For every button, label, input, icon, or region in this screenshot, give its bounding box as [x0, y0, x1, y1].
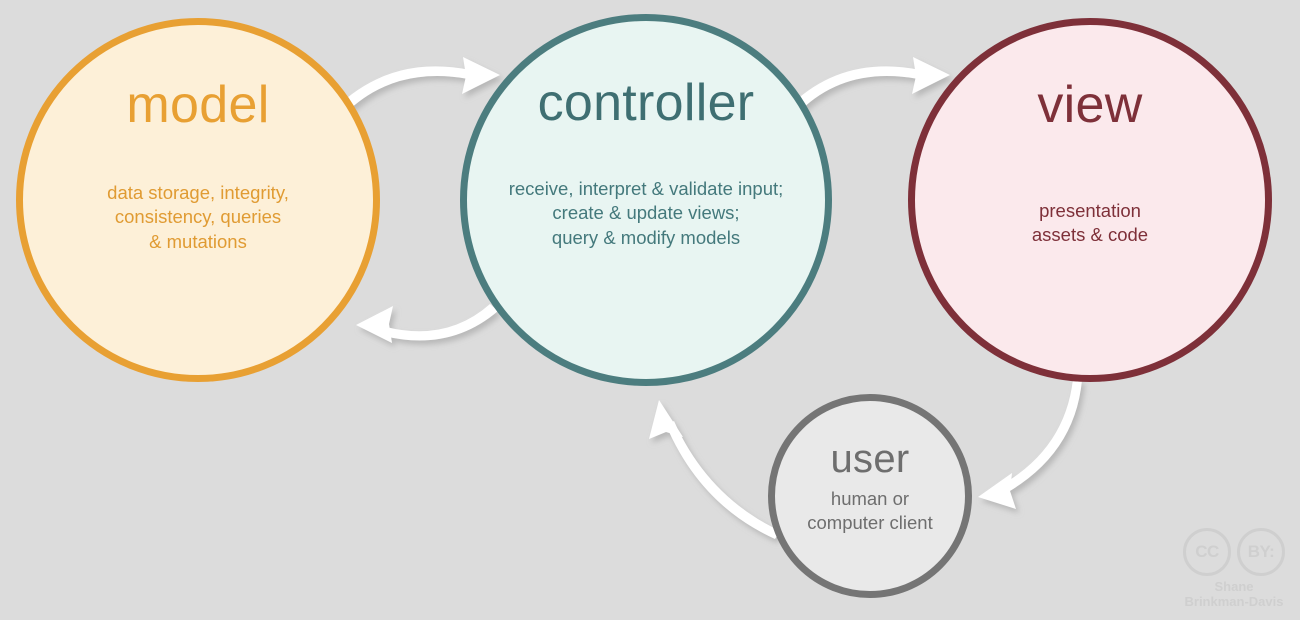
node-view-description: presentation assets & code	[1031, 200, 1149, 246]
cc-icon: CC	[1183, 528, 1231, 576]
arrow-model-to-controller	[341, 57, 500, 110]
node-controller-title: controller	[537, 74, 755, 132]
node-user[interactable]: user human or computer client	[768, 394, 972, 598]
node-controller[interactable]: controller receive, interpret & validate…	[460, 14, 832, 386]
node-view-title: view	[1037, 76, 1143, 134]
creative-commons-badge: CC BY: Shane Brinkman-Davis	[1178, 528, 1290, 609]
attribution-text: Shane Brinkman-Davis	[1184, 579, 1284, 609]
arrow-controller-to-view	[793, 57, 950, 110]
node-model[interactable]: model data storage, integrity, consisten…	[16, 18, 380, 382]
arrow-user-to-controller	[649, 400, 780, 539]
node-controller-description: receive, interpret & validate input; cre…	[508, 178, 784, 248]
node-user-title: user	[830, 437, 910, 481]
node-user-description: human or computer client	[807, 488, 933, 534]
node-view[interactable]: view presentation assets & code	[908, 18, 1272, 382]
arrow-controller-to-model	[356, 304, 498, 343]
node-model-title: model	[126, 76, 270, 134]
cc-by-icon: BY:	[1237, 528, 1285, 576]
arrow-view-to-user	[978, 379, 1082, 509]
cc-marks: CC BY:	[1183, 528, 1285, 576]
node-model-description: data storage, integrity, consistency, qu…	[107, 182, 289, 252]
